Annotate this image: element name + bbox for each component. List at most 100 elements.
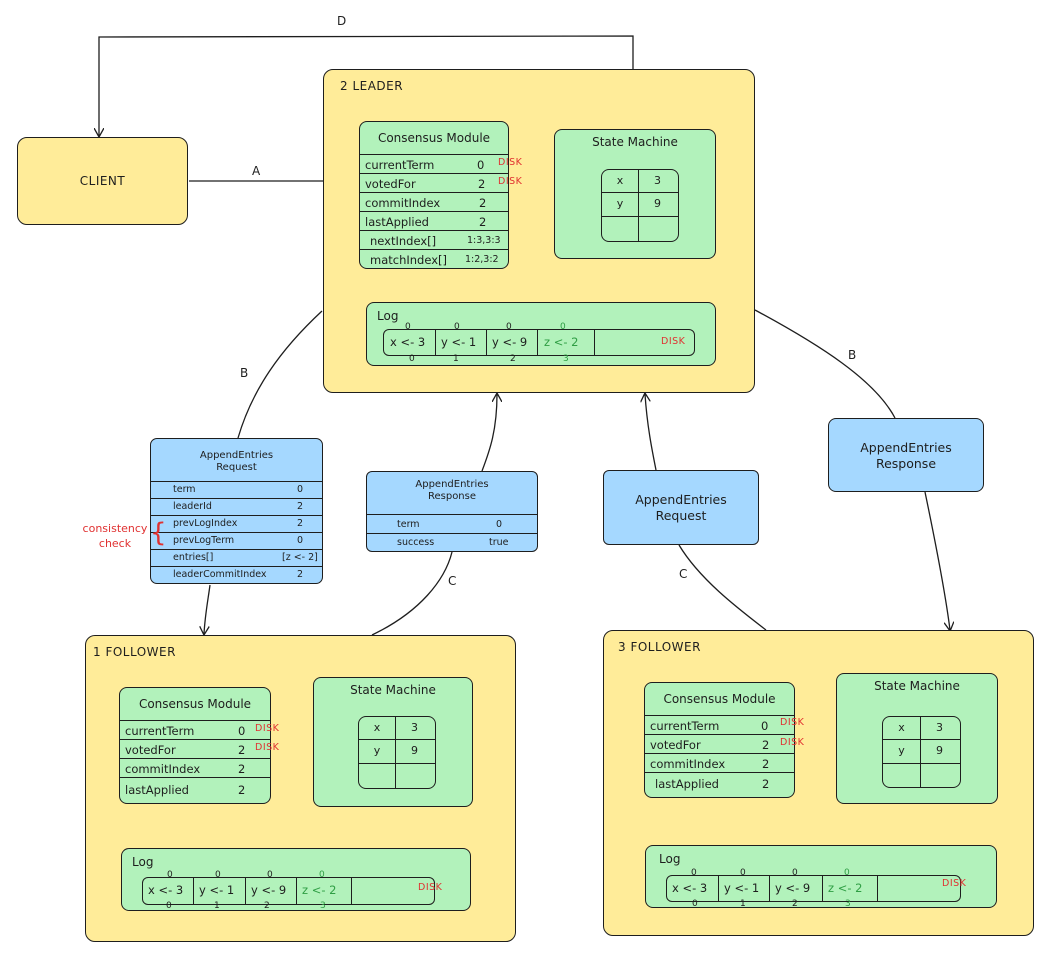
log-entry-command: y <- 1 [441, 335, 477, 349]
message-value: 2 [297, 501, 304, 512]
curve-follower1-response1 [371, 551, 453, 636]
leader-log: Log x <- 3 0 y <- 1 0 y <- 9 0 z <- 2 0 … [366, 302, 716, 366]
log-entry-term-uncommitted: 0 [560, 322, 566, 332]
sm-value: 9 [411, 744, 418, 757]
log-index: 1 [453, 354, 459, 364]
log-entry-term: 0 [792, 868, 798, 878]
message-field: term [397, 519, 420, 530]
log-entry-term: 0 [215, 870, 221, 880]
disk-label: DISK [255, 742, 280, 753]
follower3-log: Log x <- 3 0 y <- 1 0 y <- 9 0 z <- 2 0 … [645, 845, 997, 909]
log-entry-command: y <- 9 [251, 883, 287, 897]
follower1-consensus-module: Consensus Module currentTerm 0 votedFor … [119, 687, 271, 804]
curve-leader-request1 [237, 310, 323, 439]
consensus-row: votedFor 2 [360, 173, 508, 193]
message-row: term 0 [151, 481, 322, 499]
log-entry-command-uncommitted: z <- 2 [828, 881, 863, 895]
log-entry-command-uncommitted: z <- 2 [302, 883, 337, 897]
state-machine-title: State Machine [592, 135, 678, 149]
log-index: 0 [166, 901, 172, 911]
message-field: entries[] [173, 552, 214, 563]
log-entry-term: 0 [506, 322, 512, 332]
message-title-line2: Request [655, 508, 707, 523]
message-field: prevLogTerm [173, 535, 235, 546]
row-value: 2 [478, 177, 486, 191]
row-key: currentTerm [365, 158, 435, 172]
client-node[interactable]: CLIENT [17, 137, 188, 225]
row-key: matchIndex[] [370, 253, 448, 267]
message-row: success true [367, 533, 537, 552]
append-entries-request-follower1: AppendEntries Request term 0 leaderId 2 … [150, 438, 323, 584]
log-entry-command: y <- 9 [492, 335, 528, 349]
log-entry-command: y <- 1 [199, 883, 235, 897]
message-title-line2: Response [427, 491, 477, 502]
message-title-line2: Request [216, 462, 257, 473]
state-machine-table: x 3 y 9 [601, 169, 679, 242]
message-value: 0 [297, 484, 304, 495]
sm-key: x [373, 721, 381, 734]
disk-label: DISK [661, 336, 686, 347]
sm-key: y [373, 744, 381, 757]
row-key: currentTerm [650, 719, 720, 733]
row-value: 2 [762, 738, 770, 752]
log-index: 2 [510, 354, 516, 364]
log-title: Log [659, 852, 681, 866]
row-value: 2 [479, 215, 487, 229]
log-index: 1 [740, 899, 746, 909]
log-index: 1 [214, 901, 220, 911]
consensus-row: commitIndex 2 [645, 753, 794, 773]
edge-label-d: D [337, 14, 347, 28]
curve-request3-follower3 [678, 544, 767, 631]
log-entry-command: y <- 9 [775, 881, 811, 895]
state-machine-table: x 3 y 9 [358, 716, 436, 789]
follower3-consensus-module: Consensus Module currentTerm 0 votedFor … [644, 682, 795, 798]
sm-value: 3 [411, 721, 418, 734]
message-title-line1: AppendEntries [860, 440, 952, 455]
sm-value: 9 [654, 197, 661, 210]
row-value: 1:3,3:3 [467, 235, 501, 246]
sm-key: y [898, 744, 905, 757]
message-row: prevLogIndex 2 [151, 515, 322, 533]
state-machine-title: State Machine [350, 683, 436, 697]
log-entry-term: 0 [691, 868, 697, 878]
message-title-line2: Response [875, 456, 937, 471]
log-entries: x <- 3 0 y <- 1 0 y <- 9 0 z <- 2 0 [142, 870, 435, 905]
client-label: CLIENT [79, 174, 126, 188]
log-entries: x <- 3 0 y <- 1 0 y <- 9 0 z <- 2 0 [383, 322, 695, 356]
log-index: 0 [409, 354, 415, 364]
disk-label: DISK [780, 717, 805, 728]
log-title: Log [132, 855, 154, 869]
disk-label: DISK [498, 176, 523, 187]
message-title-line1: AppendEntries [635, 492, 727, 507]
log-title: Log [377, 309, 399, 323]
follower1-node[interactable]: 1 FOLLOWER Consensus Module currentTerm … [85, 635, 516, 942]
sm-key: x [616, 174, 624, 187]
log-index-uncommitted: 3 [320, 901, 326, 911]
edge-label-a: A [252, 164, 261, 178]
leader-title: 2 LEADER [340, 79, 404, 93]
message-value: true [489, 537, 509, 548]
follower3-node[interactable]: 3 FOLLOWER Consensus Module currentTerm … [603, 630, 1034, 936]
log-entry-command: x <- 3 [672, 881, 708, 895]
consensus-row: lastApplied 2 [120, 777, 270, 804]
consensus-module-title: Consensus Module [377, 131, 491, 145]
append-entries-response-follower3: AppendEntries Response [828, 418, 984, 492]
log-index-uncommitted: 3 [563, 354, 569, 364]
append-entries-request-follower3: AppendEntries Request [603, 470, 759, 545]
log-entry-term: 0 [454, 322, 460, 332]
leader-consensus-module: Consensus Module currentTerm 0 votedFor … [359, 121, 509, 269]
follower3-title: 3 FOLLOWER [618, 640, 701, 654]
arrow-request3-leader [645, 394, 657, 471]
sm-key: y [616, 197, 624, 210]
consistency-check-brace: { [150, 518, 167, 548]
leader-node[interactable]: 2 LEADER Consensus Module currentTerm 0 … [323, 69, 755, 393]
row-key: votedFor [125, 743, 176, 757]
row-key: nextIndex[] [370, 234, 437, 248]
sm-key: x [898, 721, 905, 734]
consensus-module-title: Consensus Module [663, 692, 776, 706]
message-field: prevLogIndex [173, 518, 238, 529]
disk-label: DISK [418, 882, 443, 893]
state-machine-title: State Machine [874, 679, 960, 693]
row-key: votedFor [650, 738, 701, 752]
consensus-row: votedFor 2 [645, 734, 794, 754]
